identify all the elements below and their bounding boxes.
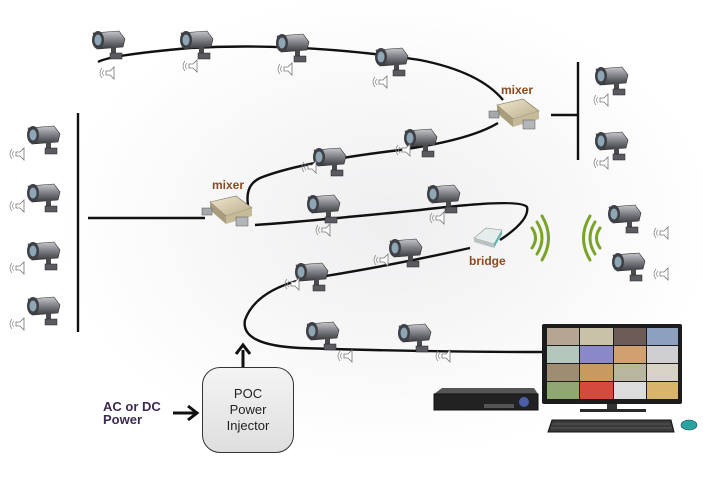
- speaker-icon: [9, 261, 25, 275]
- power-source-line-1: AC or DC: [103, 399, 161, 414]
- speaker-icon: [9, 317, 25, 331]
- speaker-icon: [182, 59, 198, 73]
- speaker-icon: [653, 226, 669, 240]
- poc-line-3: Injector: [226, 418, 270, 433]
- speaker-icon: [429, 211, 445, 225]
- wire-top: [97, 45, 504, 101]
- mixer-left-device: [201, 195, 253, 227]
- cameras: [9, 30, 669, 363]
- poc-line-2: Power: [229, 402, 267, 417]
- poc-line-1: POC: [233, 386, 263, 401]
- speaker-icon: [372, 75, 388, 89]
- speaker-icon: [653, 267, 669, 281]
- camera-icon: [594, 66, 629, 96]
- bridge-label: bridge: [469, 254, 506, 268]
- camera-icon: [91, 30, 126, 60]
- speaker-icon: [277, 62, 293, 76]
- camera-icon: [611, 252, 646, 282]
- camera-icon: [26, 296, 61, 326]
- camera-icon: [312, 147, 347, 177]
- arrow-up-icon: [234, 342, 252, 368]
- speaker-icon: [337, 349, 353, 363]
- speaker-icon: [315, 223, 331, 237]
- wire-middle: [254, 201, 529, 241]
- keyboard: [547, 419, 675, 433]
- camera-icon: [179, 30, 214, 60]
- speaker-icon: [593, 93, 609, 107]
- camera-icon: [397, 323, 432, 353]
- arrow-right-icon: [173, 404, 200, 422]
- camera-icon: [294, 262, 329, 292]
- speaker-icon: [9, 199, 25, 213]
- power-source-label: AC or DC Power: [103, 400, 161, 426]
- wire-mixer-link: [246, 121, 499, 206]
- camera-icon: [594, 131, 629, 161]
- camera-feed-grid: [547, 328, 678, 399]
- speaker-icon: [9, 147, 25, 161]
- mixer-right-device: [488, 98, 540, 130]
- poc-power-injector: POC Power Injector: [202, 367, 294, 453]
- camera-icon: [305, 321, 340, 351]
- power-source-line-2: Power: [103, 412, 143, 427]
- camera-icon: [26, 241, 61, 271]
- mixer-right-label: mixer: [501, 83, 534, 97]
- speaker-icon: [99, 66, 115, 80]
- bridge-device: [473, 227, 503, 248]
- camera-icon: [26, 125, 61, 155]
- mixer-left-label: mixer: [212, 178, 245, 192]
- wireless-signal-icon: [530, 214, 602, 262]
- monitor-multiview: [542, 324, 682, 412]
- dvr-recorder: [433, 388, 539, 411]
- camera-icon: [275, 33, 310, 63]
- mouse: [680, 419, 698, 431]
- speaker-icon: [373, 253, 389, 267]
- speaker-icon: [593, 156, 609, 170]
- camera-icon: [26, 183, 61, 213]
- camera-icon: [607, 204, 642, 234]
- camera-icon: [374, 47, 409, 77]
- speaker-icon: [301, 160, 317, 174]
